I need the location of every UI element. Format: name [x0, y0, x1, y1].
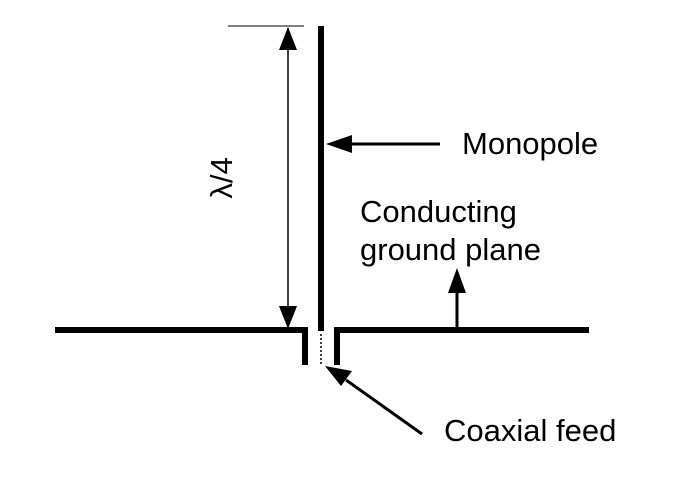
monopole-pointer-arrowhead	[326, 135, 352, 153]
ground-plane-label-line1: Conducting	[360, 194, 517, 229]
ground-plane-left	[55, 327, 308, 333]
ground-plane-label-line2: ground plane	[360, 232, 541, 267]
monopole-label: Monopole	[462, 126, 598, 161]
coaxial-feed-label: Coaxial feed	[444, 413, 616, 448]
height-arrow-top	[279, 27, 297, 50]
feed-pointer-arrowhead	[325, 366, 352, 386]
feed-pointer-line	[345, 378, 423, 436]
ground-plane-pointer-arrowhead	[448, 268, 466, 293]
height-label: λ/4	[204, 157, 239, 198]
monopole-element	[318, 26, 324, 331]
coax-outer-right	[334, 327, 340, 365]
coax-outer-left	[302, 327, 308, 365]
height-arrow-bottom	[279, 306, 297, 329]
ground-plane-right	[334, 327, 589, 333]
